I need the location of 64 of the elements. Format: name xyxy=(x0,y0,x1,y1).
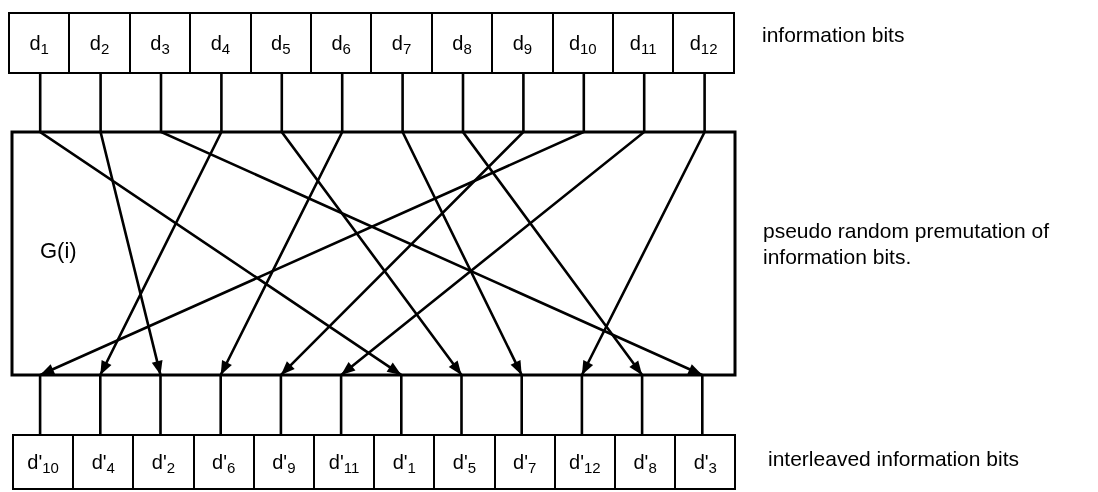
bit-cell xyxy=(8,12,71,74)
bit-label: d'$_{11}$ xyxy=(328,452,360,472)
bit-label: d'$_{10}$ xyxy=(27,452,59,472)
bit-cell xyxy=(493,434,556,490)
bit-label: d$_{1}$ xyxy=(29,33,49,53)
bit-label: d$_{6}$ xyxy=(331,33,351,53)
bit-label: d'$_{4}$ xyxy=(91,452,115,472)
bit-cell xyxy=(674,434,737,490)
bit-label: d$_{10}$ xyxy=(568,33,597,53)
bit-cell xyxy=(553,434,616,490)
bit-cell xyxy=(249,12,312,74)
bit-cell xyxy=(491,12,554,74)
arrow xyxy=(401,74,523,434)
bit-label: d'$_{8}$ xyxy=(633,452,657,472)
bit-cell xyxy=(551,12,614,74)
function-label: G(i) xyxy=(40,238,77,264)
bit-cell xyxy=(72,434,135,490)
arrow xyxy=(99,74,163,434)
bit-label: d'$_{6}$ xyxy=(212,452,236,472)
bit-label: d'$_{2}$ xyxy=(151,452,176,472)
arrow xyxy=(159,74,704,434)
arrow xyxy=(38,74,586,434)
bit-cell xyxy=(310,12,373,74)
bit-cell xyxy=(252,434,315,490)
bit-cell xyxy=(68,12,131,74)
bit-label: d$_{2}$ xyxy=(89,33,110,53)
bit-cell xyxy=(313,434,376,490)
bit-label: d'$_{1}$ xyxy=(392,452,416,472)
arrow xyxy=(580,74,706,434)
bit-cell xyxy=(132,434,195,490)
bit-cell xyxy=(370,12,433,74)
bit-cell xyxy=(128,12,192,74)
bit-cell xyxy=(614,434,677,490)
bit-label: d$_{8}$ xyxy=(452,33,472,53)
bit-cell xyxy=(430,12,494,74)
bit-cell xyxy=(373,434,436,490)
bit-label: d'$_{3}$ xyxy=(693,452,717,472)
bit-label: d'$_{5}$ xyxy=(452,452,477,472)
bit-cell xyxy=(12,434,75,490)
bit-label: d$_{5}$ xyxy=(271,33,291,53)
bit-label: d'$_{9}$ xyxy=(272,452,296,472)
arrow xyxy=(38,74,403,434)
bit-label: d$_{4}$ xyxy=(210,33,231,53)
arrow xyxy=(339,74,646,434)
bit-label: d$_{11}$ xyxy=(629,33,657,53)
bit-cell xyxy=(189,12,252,74)
row-description: interleaved information bits xyxy=(768,446,1020,472)
bit-label: d$_{3}$ xyxy=(150,33,170,53)
arrow xyxy=(219,74,344,434)
bit-label: d$_{9}$ xyxy=(512,33,533,53)
bit-label: d'$_{7}$ xyxy=(513,452,537,472)
row-description: information bits xyxy=(762,22,906,48)
arrow xyxy=(99,74,223,434)
arrow xyxy=(279,74,525,434)
bit-cell xyxy=(433,434,496,490)
bit-cell xyxy=(672,12,735,74)
bit-cell xyxy=(612,12,675,74)
row-description: pseudo random premutation of information bits. xyxy=(763,218,1050,270)
bit-label: d'$_{12}$ xyxy=(569,452,601,472)
bit-label: d$_{7}$ xyxy=(391,33,412,53)
bit-label: d$_{12}$ xyxy=(689,33,718,53)
arrow xyxy=(461,74,644,434)
bit-cell xyxy=(192,434,255,490)
arrow xyxy=(280,74,463,434)
